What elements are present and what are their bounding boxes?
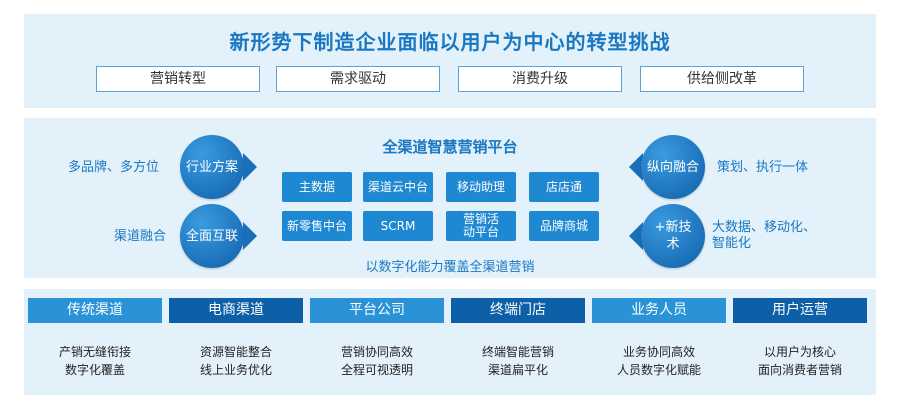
platform-module: 新零售中台 xyxy=(282,211,352,241)
channel-label: 业务人员 xyxy=(592,298,726,323)
left-side-text: 渠道融合 xyxy=(114,229,167,244)
arrow-left-icon xyxy=(629,222,643,250)
channel-desc-line: 数字化覆盖 xyxy=(64,363,125,377)
challenge-item: 营销转型 xyxy=(96,66,260,92)
platform-panel: 全渠道智慧营销平台 主数据 渠道云中台 移动助理 店店通 新零售中台 SCRM … xyxy=(24,118,876,278)
challenge-item: 供给侧改革 xyxy=(640,66,804,92)
left-side-text: 多品牌、多方位 xyxy=(68,160,160,175)
arrow-right-icon xyxy=(243,222,257,250)
channel-desc-line: 线上业务优化 xyxy=(199,363,272,377)
channel-desc-line: 业务协同高效 xyxy=(622,345,695,359)
challenge-item: 需求驱动 xyxy=(276,66,440,92)
channel-desc: 业务协同高效 人员数字化赋能 xyxy=(592,343,726,379)
platform-module: 店店通 xyxy=(529,172,599,202)
right-side-text: 大数据、移动化、智能化 xyxy=(712,220,817,251)
channel-desc: 终端智能营销 渠道扁平化 xyxy=(451,343,585,379)
channel-desc: 产销无缝衔接 数字化覆盖 xyxy=(28,343,162,379)
channel-desc-line: 人员数字化赋能 xyxy=(616,363,701,377)
channel-label: 传统渠道 xyxy=(28,298,162,323)
platform-caption: 以数字化能力覆盖全渠道营销 xyxy=(365,260,535,275)
platform-module: SCRM xyxy=(363,211,433,241)
channel-desc-line: 面向消费者营销 xyxy=(757,363,842,377)
platform-module: 移动助理 xyxy=(446,172,516,202)
arrow-right-icon xyxy=(243,153,257,181)
arrow-left-icon xyxy=(629,153,643,181)
channel-desc-line: 全程可视透明 xyxy=(340,363,413,377)
right-circle: 纵向融合 xyxy=(641,135,705,199)
channel-desc: 营销协同高效 全程可视透明 xyxy=(310,343,444,379)
right-side-text: 策划、执行一体 xyxy=(717,160,809,175)
channel-desc-line: 以用户为核心 xyxy=(763,345,836,359)
challenge-item: 消费升级 xyxy=(458,66,622,92)
channel-desc-line: 渠道扁平化 xyxy=(487,363,548,377)
platform-module: 品牌商城 xyxy=(529,211,599,241)
challenge-panel: 新形势下制造企业面临以用户为中心的转型挑战 营销转型 需求驱动 消费升级 供给侧… xyxy=(24,14,876,108)
channel-label: 平台公司 xyxy=(310,298,444,323)
platform-module: 营销活动平台 xyxy=(446,211,516,241)
channel-desc-line: 终端智能营销 xyxy=(481,345,554,359)
left-circle: 全面互联 xyxy=(180,204,244,268)
right-circle: +新技术 xyxy=(641,204,705,268)
channel-label: 终端门店 xyxy=(451,298,585,323)
channel-desc: 以用户为核心 面向消费者营销 xyxy=(733,343,867,379)
main-title: 新形势下制造企业面临以用户为中心的转型挑战 xyxy=(229,30,671,54)
channel-panel: 传统渠道 电商渠道 平台公司 终端门店 业务人员 用户运营 产销无缝衔接 数字化… xyxy=(24,289,876,395)
channel-desc-line: 资源智能整合 xyxy=(199,345,272,359)
platform-module: 主数据 xyxy=(282,172,352,202)
platform-title: 全渠道智慧营销平台 xyxy=(382,138,518,156)
left-circle: 行业方案 xyxy=(180,135,244,199)
channel-desc-line: 产销无缝衔接 xyxy=(58,345,131,359)
channel-label: 用户运营 xyxy=(733,298,867,323)
channel-desc-line: 营销协同高效 xyxy=(340,345,413,359)
channel-label: 电商渠道 xyxy=(169,298,303,323)
platform-module: 渠道云中台 xyxy=(363,172,433,202)
channel-desc: 资源智能整合 线上业务优化 xyxy=(169,343,303,379)
